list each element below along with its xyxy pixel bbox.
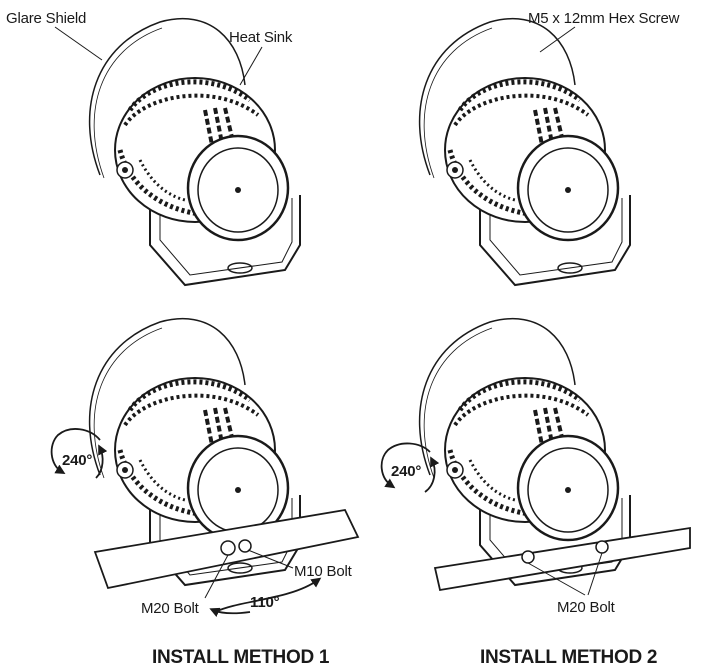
- hex-screw-label: M5 x 12mm Hex Screw: [528, 10, 680, 27]
- fixture-top-right: [420, 19, 630, 285]
- fixture-top-left: [90, 19, 300, 285]
- m10-bolt-label: M10 Bolt: [294, 563, 352, 580]
- m10-bolt: [238, 539, 252, 553]
- m20-bolt-2a: [521, 550, 535, 564]
- m20-bolt-1: [220, 540, 236, 556]
- tilt-angle-1: 110°: [250, 594, 280, 611]
- install-method-2-caption: INSTALL METHOD 2: [480, 647, 658, 668]
- install-method-1-caption: INSTALL METHOD 1: [152, 647, 330, 668]
- rotate-arrow-2: [380, 442, 431, 489]
- rotate-angle-2: 240°: [391, 463, 422, 480]
- m20-bolt-label-2: M20 Bolt: [557, 599, 615, 616]
- heat-sink-label: Heat Sink: [229, 29, 293, 46]
- m20-bolt-label-1: M20 Bolt: [141, 600, 199, 617]
- tilt-arrow-1: [214, 577, 322, 613]
- m20-bolt-2b: [595, 540, 609, 554]
- rotate-angle-1: 240°: [62, 452, 93, 469]
- rotate-arrow-1: [50, 428, 101, 475]
- glare-shield-label: Glare Shield: [6, 10, 87, 27]
